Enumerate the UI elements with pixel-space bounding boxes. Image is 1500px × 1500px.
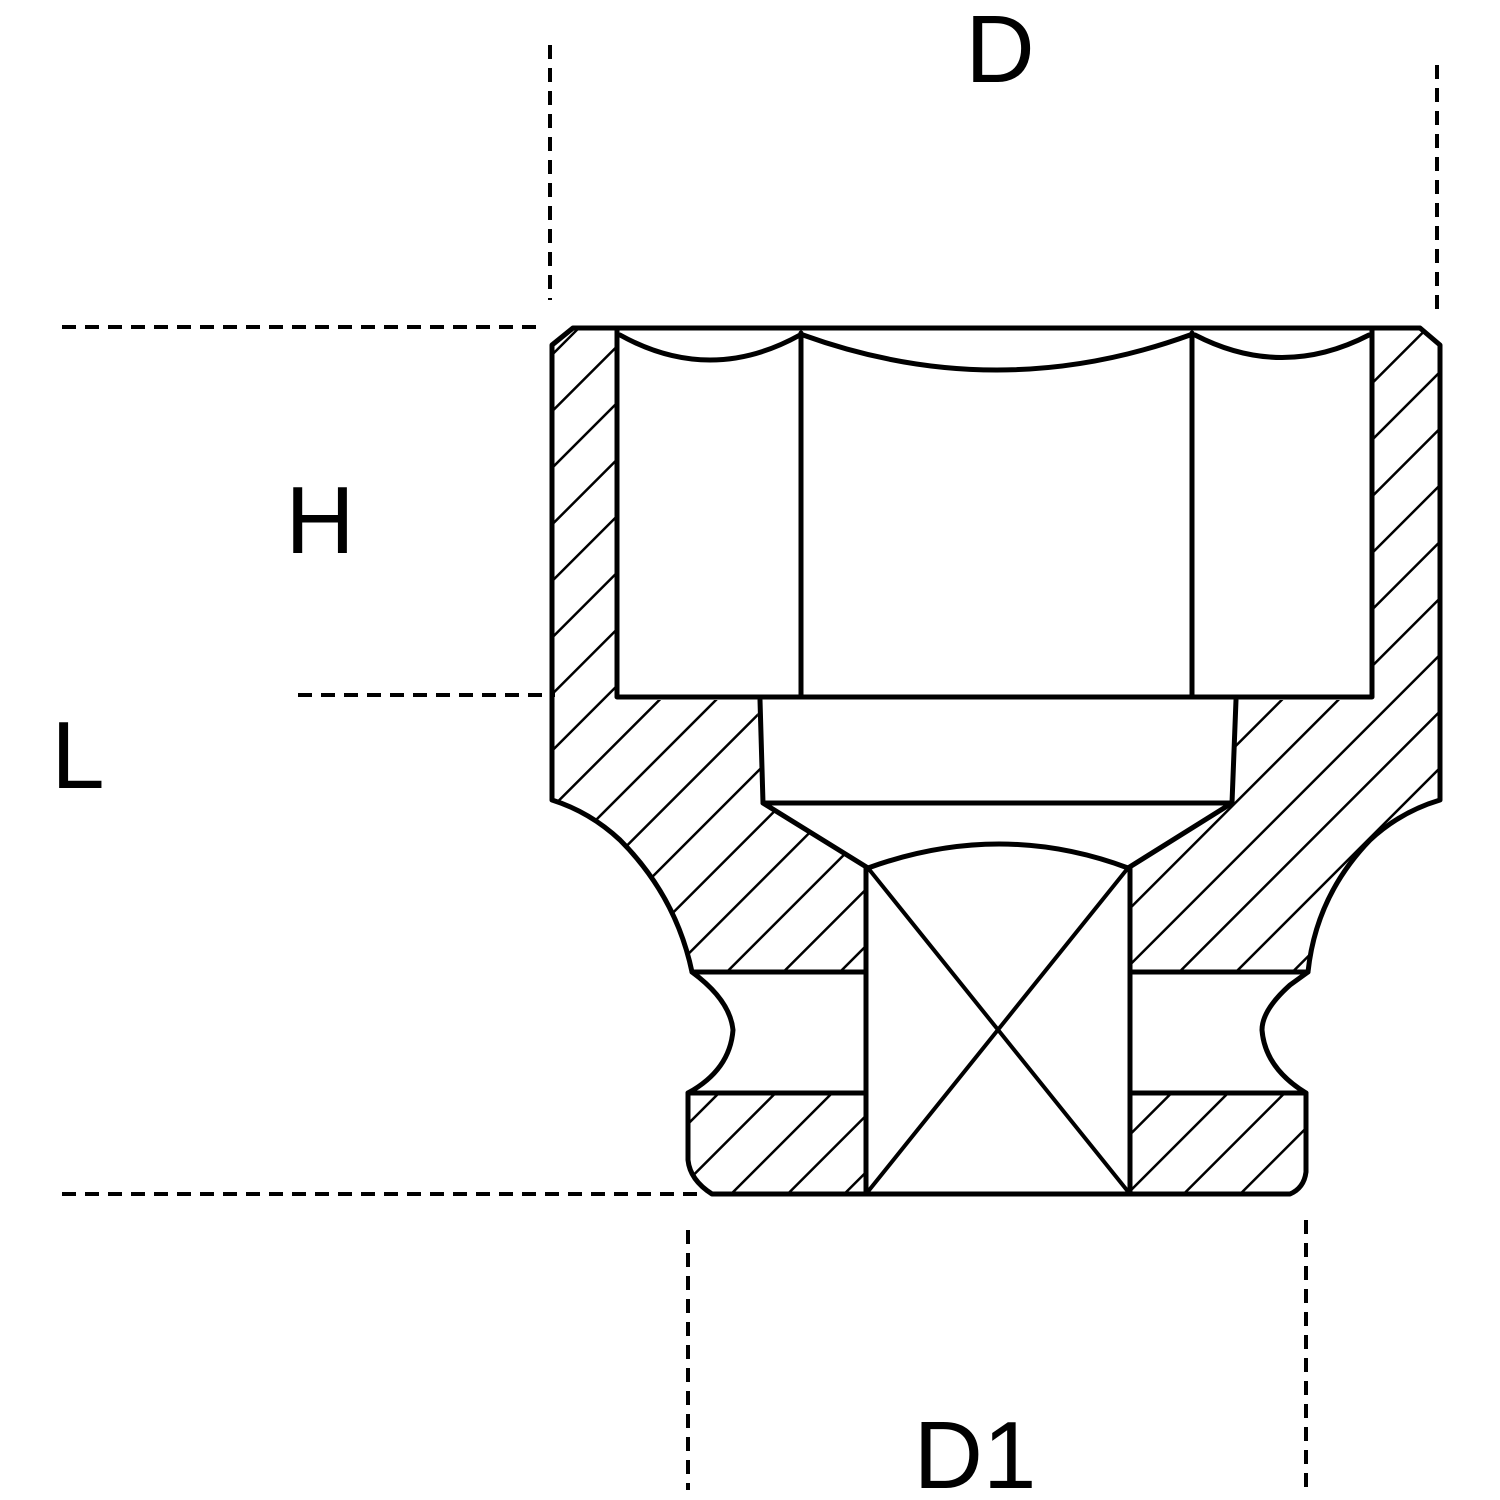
hex-top-arc-left (617, 332, 803, 363)
dimension-lines (62, 45, 1439, 1490)
socket-outline (549, 325, 1443, 1197)
right-wall-section (1128, 330, 1440, 972)
label-h: H (285, 467, 354, 574)
drive-top-arc (865, 841, 1131, 871)
label-d1: D1 (914, 1402, 1037, 1500)
hex-top-arc-center (800, 332, 1193, 373)
label-d: D (965, 0, 1034, 103)
right-collar-section (1130, 1093, 1306, 1194)
left-wall-section (552, 330, 868, 972)
dimension-labels: D H L D1 (51, 0, 1036, 1500)
drive-chamfer-right (1125, 800, 1235, 871)
relief-groove (757, 697, 1239, 806)
outer-profile (549, 325, 1443, 1197)
hex-bore (614, 327, 1375, 700)
hex-top-arc-right (1192, 332, 1372, 360)
hatched-section (552, 330, 1440, 1194)
drive-chamfer-left (760, 800, 871, 871)
left-collar-section (688, 1093, 864, 1194)
label-l: L (51, 702, 104, 809)
drive-diagonal-2 (864, 866, 1130, 1196)
